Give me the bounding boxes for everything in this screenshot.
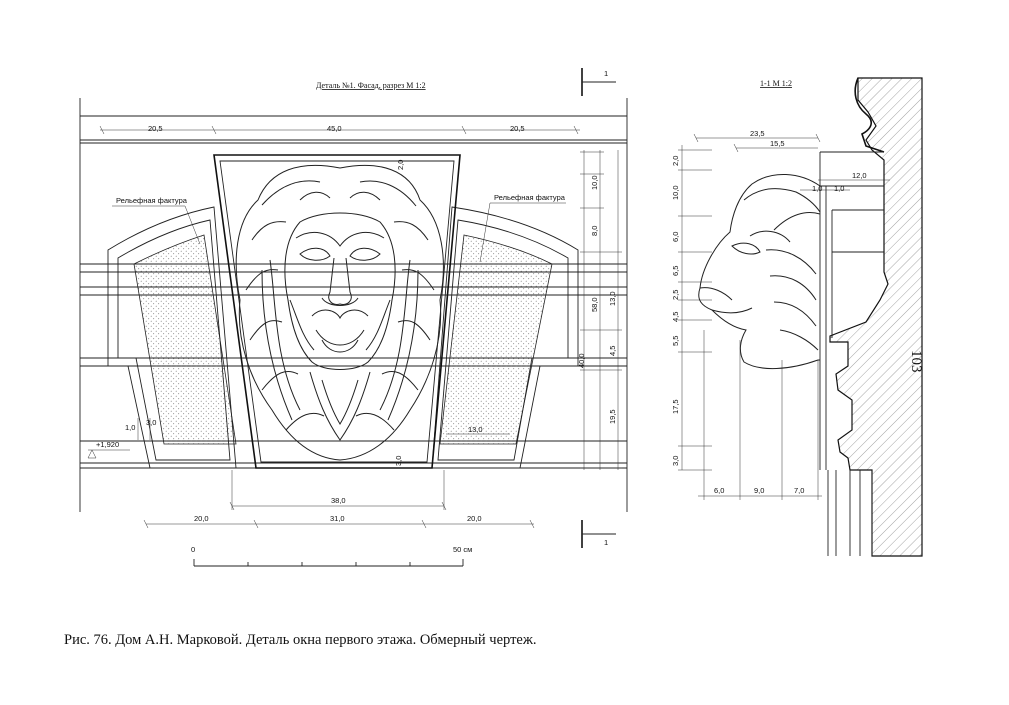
- lion-head-front: [235, 164, 444, 461]
- dim-v-3: 3,0: [394, 456, 403, 466]
- relief-label-left: Рельефная фактура: [116, 196, 188, 205]
- cut-mark-bottom: 1: [604, 538, 608, 547]
- section-view: 1-1 М 1:2: [671, 77, 923, 557]
- sec-dim-v-10: 10,0: [671, 185, 680, 200]
- dim-v-40: 40,0: [577, 353, 586, 368]
- sec-dim-1b: 1,0: [834, 184, 844, 193]
- dim-v-45: 4,5: [608, 346, 617, 356]
- dim-top-left: 20,5: [148, 124, 163, 133]
- dim-v-8: 8,0: [590, 226, 599, 236]
- sec-dim-v-65: 6,5: [671, 266, 680, 276]
- sec-dim-1a: 1,0: [812, 184, 822, 193]
- dim-top-mid: 45,0: [327, 124, 342, 133]
- dim-bottom-right: 20,0: [467, 514, 482, 523]
- sec-dim-155: 15,5: [770, 139, 785, 148]
- sec-dim-v-55: 5,5: [671, 336, 680, 346]
- facade-title: Деталь №1. Фасад, разрез М 1:2: [316, 81, 426, 90]
- dim-top-right: 20,5: [510, 124, 525, 133]
- dim-small-3: 3,0: [146, 418, 156, 427]
- cut-mark-top: 1: [604, 69, 608, 78]
- sec-dim-v-25: 2,5: [671, 290, 680, 300]
- dim-v-195: 19,5: [608, 409, 617, 424]
- dim-v-2: 2,0: [396, 160, 405, 170]
- facade-view: Деталь №1. Фасад, разрез М 1:2 20,5 45,0…: [79, 68, 628, 567]
- elevation-mark: +1,920: [96, 440, 119, 449]
- sec-dim-12: 12,0: [852, 171, 867, 180]
- sec-dim-v-6: 6,0: [671, 232, 680, 242]
- figure-caption: Рис. 76. Дом А.Н. Марковой. Деталь окна …: [64, 632, 537, 648]
- scale-end: 50 см: [453, 545, 472, 554]
- section-title: 1-1 М 1:2: [760, 79, 792, 88]
- sec-dim-v-3: 3,0: [671, 456, 680, 466]
- dim-bottom-38: 38,0: [331, 496, 346, 505]
- sec-dim-b-9: 9,0: [754, 486, 764, 495]
- sec-dim-v-2: 2,0: [671, 156, 680, 166]
- lion-head-profile: [698, 173, 821, 370]
- dim-v-13: 13,0: [608, 291, 617, 306]
- dim-v-58: 58,0: [590, 297, 599, 312]
- sec-dim-b-7: 7,0: [794, 486, 804, 495]
- dim-small-1: 1,0: [125, 423, 135, 432]
- scale-bar: 0 50 см: [191, 545, 472, 567]
- scale-start: 0: [191, 545, 195, 554]
- dim-bottom-mid: 31,0: [330, 514, 345, 523]
- sec-dim-235: 23,5: [750, 129, 765, 138]
- dim-v-10: 10,0: [590, 175, 599, 190]
- dim-inner-13: 13,0: [468, 425, 483, 434]
- sec-dim-v-45: 4,5: [671, 312, 680, 322]
- sec-dim-v-175: 17,5: [671, 399, 680, 414]
- sec-dim-b-6: 6,0: [714, 486, 724, 495]
- relief-label-right: Рельефная фактура: [494, 193, 566, 202]
- dim-bottom-left: 20,0: [194, 514, 209, 523]
- page-number: 103: [908, 350, 924, 373]
